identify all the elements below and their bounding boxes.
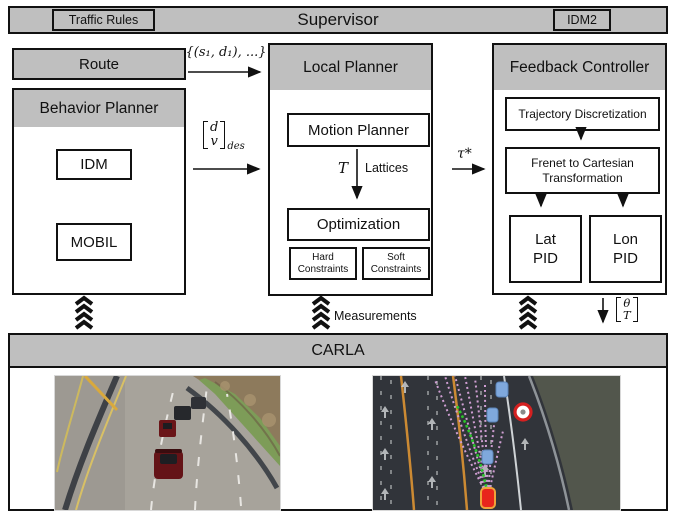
optimization-label: Optimization [316,216,401,233]
desired-v: v [210,134,218,150]
idm-label: IDM [80,156,108,173]
control-T: T [623,308,631,323]
feedback-controller-box: Feedback Controller Trajectory Discretiz… [492,43,667,295]
local-planner-header: Local Planner [270,45,431,90]
soft-constraints-box: Soft Constraints [362,247,430,280]
carla-header: CARLA [10,335,666,368]
behavior-planner-title: Behavior Planner [39,99,159,117]
right-bracket [632,297,638,322]
route-box: Route [12,48,186,80]
carla-title: CARLA [311,341,365,359]
lattices-label: Lattices [365,161,409,175]
control-vector: θ T [616,297,638,322]
desired-d: d [210,120,219,135]
feedback-controller-header: Feedback Controller [494,45,665,90]
lat-pid-box: Lat PID [509,215,582,283]
route-output-signal: {(s₁, d₁), ...} [185,45,267,60]
lon-pid-label: Lon PID [612,230,639,268]
trajectory-discretization-label: Trajectory Discretization [518,107,647,121]
feedback-controller-title: Feedback Controller [509,58,650,76]
optimization-box: Optimization [287,208,430,241]
feedback-carla-chevrons [518,295,538,330]
measurements-chevrons [311,295,331,330]
highway-scene-graphic [55,376,280,510]
soft-constraints-label: Soft Constraints [370,251,422,275]
local-planner-box: Local Planner Motion Planner Optimizatio… [268,43,433,296]
mobil-box: MOBIL [56,223,132,261]
lon-pid-box: Lon PID [589,215,662,283]
idm2-label: IDM2 [567,13,597,27]
local-planner-title: Local Planner [303,58,398,76]
left-bracket [616,297,621,322]
traffic-rules-box: Traffic Rules [52,9,155,31]
trajectory-discretization-box: Trajectory Discretization [505,97,660,131]
control-theta: θ [623,296,631,310]
left-bracket [203,121,208,150]
supervisor-title: Supervisor [297,10,379,29]
frenet-transformation-label: Frenet to Cartesian Transformation [531,155,634,185]
mobil-label: MOBIL [70,233,118,251]
optimal-trajectory-signal: τ* [457,146,472,162]
measurements-label: Measurements [334,309,417,323]
behavior-planner-header: Behavior Planner [14,90,184,127]
right-bracket [220,121,226,150]
behavior-planner-box: Behavior Planner IDM MOBIL [12,88,186,295]
carla-box: CARLA [8,333,668,511]
motion-planner-label: Motion Planner [308,121,409,139]
motion-planner-box: Motion Planner [287,113,430,147]
hard-constraints-label: Hard Constraints [297,251,349,275]
desired-subscript: des [227,141,245,153]
lat-pid-label: Lat PID [532,230,558,268]
planner-visualization-image [372,375,621,511]
behavior-carla-chevrons [74,295,94,330]
hard-constraints-box: Hard Constraints [289,247,357,280]
frenet-transformation-box: Frenet to Cartesian Transformation [505,147,660,194]
route-label: Route [78,55,120,73]
trajectory-lattice-graphic [373,376,620,510]
traffic-rules-label: Traffic Rules [68,13,139,27]
trajectory-set-symbol: T [338,159,349,177]
idm-box: IDM [56,149,132,180]
desired-state-vector: d v des [203,120,245,153]
carla-simulation-image [54,375,281,511]
idm2-box: IDM2 [553,9,611,31]
